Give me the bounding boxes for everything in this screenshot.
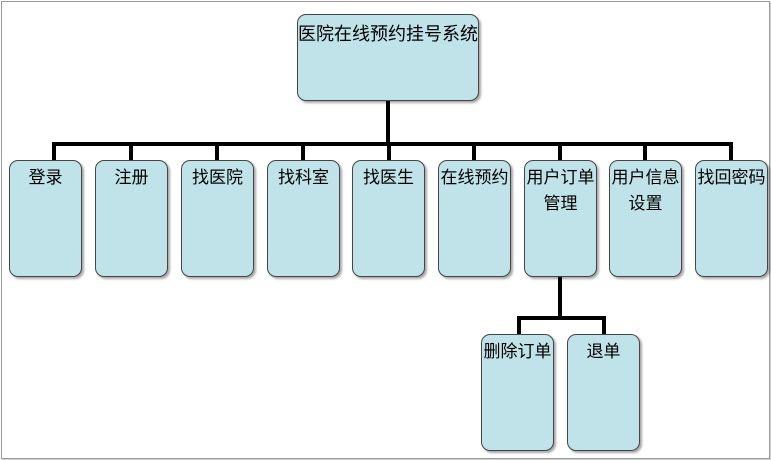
module-register: 注册 — [95, 160, 168, 277]
module-find-doctor: 找医生 — [352, 160, 425, 277]
module-recover-password: 找回密码 — [695, 160, 768, 277]
module-user-settings: 用户信息设置 — [609, 160, 682, 277]
submodule-cancel-order: 退单 — [567, 334, 640, 451]
module-login: 登录 — [9, 160, 82, 277]
submodule-delete-order: 删除订单 — [481, 334, 554, 451]
module-order-management: 用户订单管理 — [524, 160, 597, 277]
root-node: 医院在线预约挂号系统 — [297, 14, 479, 101]
module-find-hospital: 找医院 — [181, 160, 254, 277]
module-find-department: 找科室 — [267, 160, 340, 277]
module-online-booking: 在线预约 — [438, 160, 511, 277]
